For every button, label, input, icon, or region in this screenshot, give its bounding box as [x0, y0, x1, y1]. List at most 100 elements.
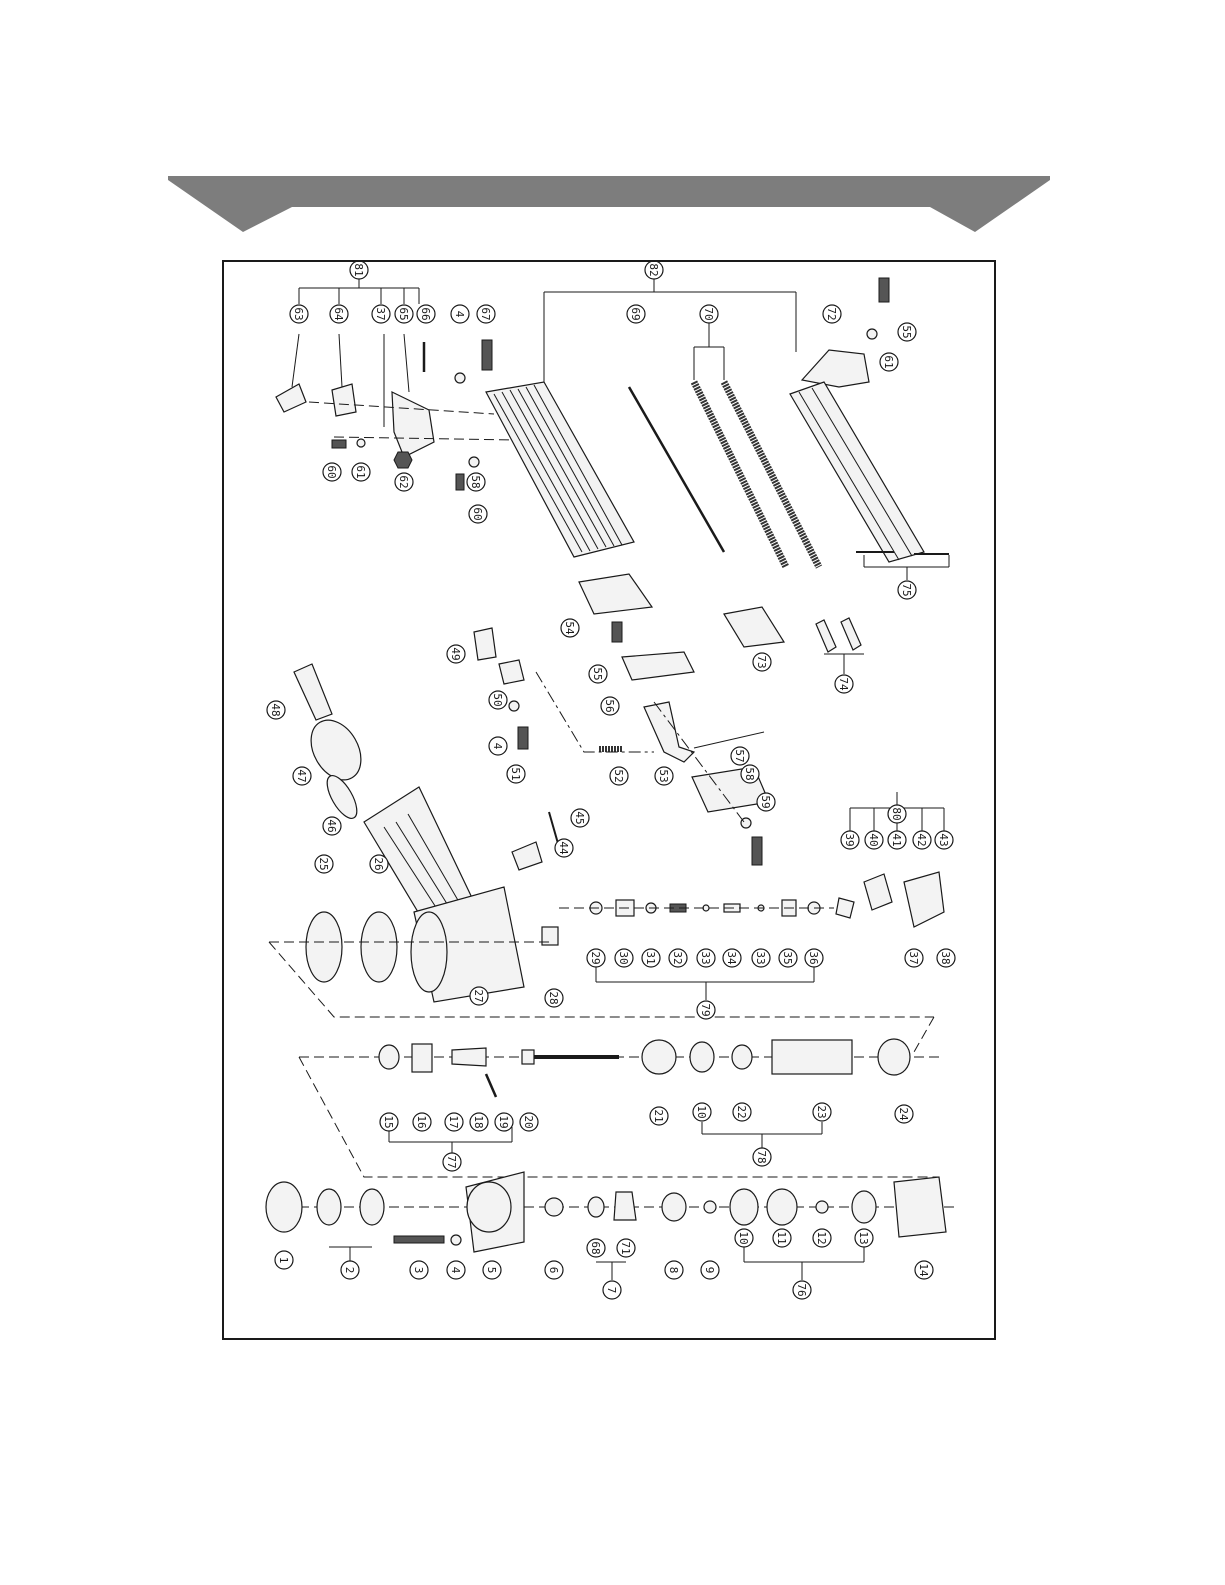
callout-76: 76: [793, 1281, 811, 1299]
callout-10: 10: [693, 1103, 711, 1121]
callout-19: 19: [495, 1113, 513, 1131]
callout-77: 77: [443, 1153, 461, 1171]
svg-text:14: 14: [917, 1263, 930, 1277]
callout-2: 2: [341, 1261, 359, 1279]
piston-row: [299, 1039, 944, 1177]
svg-text:16: 16: [415, 1115, 428, 1128]
svg-text:79: 79: [699, 1003, 712, 1016]
svg-text:60: 60: [325, 465, 338, 478]
callout-38: 38: [937, 949, 955, 967]
svg-text:34: 34: [725, 951, 738, 965]
svg-text:36: 36: [807, 951, 820, 964]
svg-text:4: 4: [453, 311, 466, 318]
svg-text:73: 73: [755, 655, 768, 668]
callout-25: 25: [315, 855, 333, 873]
callout-54: 54: [561, 619, 579, 637]
callout-70: 70: [700, 305, 718, 323]
callout-46: 46: [323, 817, 341, 835]
svg-text:45: 45: [573, 811, 586, 824]
nose-assembly: [474, 574, 864, 865]
callout-31: 31: [642, 949, 660, 967]
svg-text:61: 61: [882, 355, 895, 368]
callout-61b: 61: [352, 463, 370, 481]
svg-text:15: 15: [382, 1115, 395, 1128]
callout-45: 45: [571, 809, 589, 827]
svg-text:33: 33: [699, 951, 712, 964]
svg-text:67: 67: [479, 307, 492, 320]
svg-text:75: 75: [900, 583, 913, 596]
callout-50: 50: [489, 691, 507, 709]
callout-3: 3: [410, 1261, 428, 1279]
svg-text:62: 62: [397, 475, 410, 488]
svg-text:6: 6: [547, 1267, 560, 1274]
callout-78: 78: [753, 1148, 771, 1166]
svg-text:76: 76: [795, 1283, 808, 1296]
callout-labels: 81 82 63 64 37 65 66 4 67 69 70 72 55 61…: [267, 262, 955, 1299]
svg-text:65: 65: [397, 307, 410, 320]
callout-61: 61: [880, 353, 898, 371]
svg-text:55: 55: [591, 667, 604, 680]
svg-text:55: 55: [900, 325, 913, 338]
svg-text:35: 35: [781, 951, 794, 964]
svg-text:63: 63: [292, 307, 305, 320]
callout-20: 20: [520, 1113, 538, 1131]
svg-text:49: 49: [449, 647, 462, 660]
callout-81: 81: [350, 262, 368, 279]
svg-text:28: 28: [547, 991, 560, 1004]
callout-34: 34: [723, 949, 741, 967]
callout-58b: 58: [741, 765, 759, 783]
svg-text:61: 61: [354, 465, 367, 478]
exploded-parts-diagram: 81 82 63 64 37 65 66 4 67 69 70 72 55 61…: [224, 262, 994, 1338]
callout-58: 58: [467, 473, 485, 491]
callout-35: 35: [779, 949, 797, 967]
svg-text:33: 33: [754, 951, 767, 964]
svg-text:82: 82: [647, 263, 660, 276]
svg-text:31: 31: [644, 951, 657, 964]
svg-text:37: 37: [374, 307, 387, 320]
svg-text:81: 81: [352, 263, 365, 276]
callout-1: 1: [275, 1251, 293, 1269]
callout-33: 33: [697, 949, 715, 967]
svg-text:54: 54: [563, 621, 576, 635]
svg-text:21: 21: [652, 1109, 665, 1122]
callout-26: 26: [370, 855, 388, 873]
callout-62: 62: [395, 473, 413, 491]
callout-73: 73: [753, 653, 771, 671]
callout-8: 8: [665, 1261, 683, 1279]
callout-4b: 4: [489, 737, 507, 755]
callout-11: 11: [773, 1229, 791, 1247]
callout-51: 51: [507, 765, 525, 783]
svg-text:23: 23: [815, 1105, 828, 1118]
svg-text:72: 72: [825, 307, 838, 320]
svg-text:8: 8: [667, 1267, 680, 1274]
svg-text:68: 68: [589, 1241, 602, 1254]
callout-4: 4: [451, 305, 469, 323]
svg-text:52: 52: [612, 769, 625, 782]
callout-57: 57: [731, 747, 749, 765]
svg-text:18: 18: [472, 1115, 485, 1128]
callout-52: 52: [610, 767, 628, 785]
callout-17: 17: [445, 1113, 463, 1131]
svg-text:74: 74: [837, 677, 850, 691]
svg-text:39: 39: [843, 833, 856, 846]
callout-55: 55: [898, 323, 916, 341]
callout-63: 63: [290, 305, 308, 323]
callout-5: 5: [483, 1261, 501, 1279]
callout-33b: 33: [752, 949, 770, 967]
svg-text:41: 41: [890, 833, 903, 846]
callout-23: 23: [813, 1103, 831, 1121]
svg-text:10: 10: [737, 1231, 750, 1244]
callout-13: 13: [855, 1229, 873, 1247]
callout-14: 14: [915, 1261, 933, 1279]
svg-text:53: 53: [657, 769, 670, 782]
callout-30: 30: [615, 949, 633, 967]
callout-22: 22: [733, 1103, 751, 1121]
svg-text:77: 77: [445, 1155, 458, 1168]
callout-21: 21: [650, 1107, 668, 1125]
callout-60: 60: [323, 463, 341, 481]
callout-80: 80: [888, 805, 906, 823]
svg-text:56: 56: [603, 699, 616, 712]
callout-41: 41: [888, 831, 906, 849]
svg-text:71: 71: [619, 1241, 632, 1254]
banner-shape: [168, 176, 1050, 232]
